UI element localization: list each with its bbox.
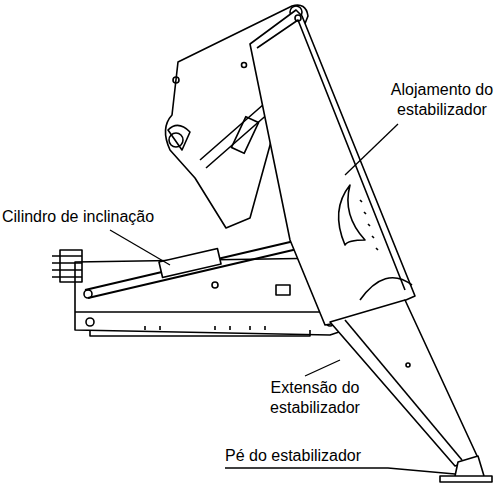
housing-hook <box>339 185 365 245</box>
part-label: Alojamento do estabilizador <box>390 80 494 120</box>
housing-collar <box>360 278 412 300</box>
bolt <box>86 318 94 326</box>
hole <box>242 63 247 68</box>
bolt <box>212 282 218 288</box>
leader-line <box>345 124 398 175</box>
leader-line <box>305 360 340 376</box>
housing-edge <box>257 20 405 290</box>
hole <box>406 363 410 367</box>
part-label: Extensão do estabilizador <box>255 378 375 418</box>
holes <box>360 200 378 250</box>
leader-line <box>110 230 170 265</box>
part-label: Cilindro de inclinação <box>2 207 202 227</box>
hole <box>295 15 301 21</box>
leader-lines <box>110 124 455 474</box>
hole <box>173 77 179 83</box>
hook <box>168 125 190 150</box>
stabilizer-foot <box>440 456 492 482</box>
leader-line <box>225 468 455 474</box>
frame-detail <box>75 312 340 336</box>
part-label: Pé do estabilizador <box>225 446 425 466</box>
cylinder-body <box>231 117 258 154</box>
plate <box>276 285 290 295</box>
tilt-cylinder <box>84 233 323 298</box>
frame-feet <box>145 326 265 330</box>
stabilizer-housing <box>250 10 415 325</box>
extension-edge <box>345 320 462 460</box>
hydraulic-valves <box>52 250 82 282</box>
